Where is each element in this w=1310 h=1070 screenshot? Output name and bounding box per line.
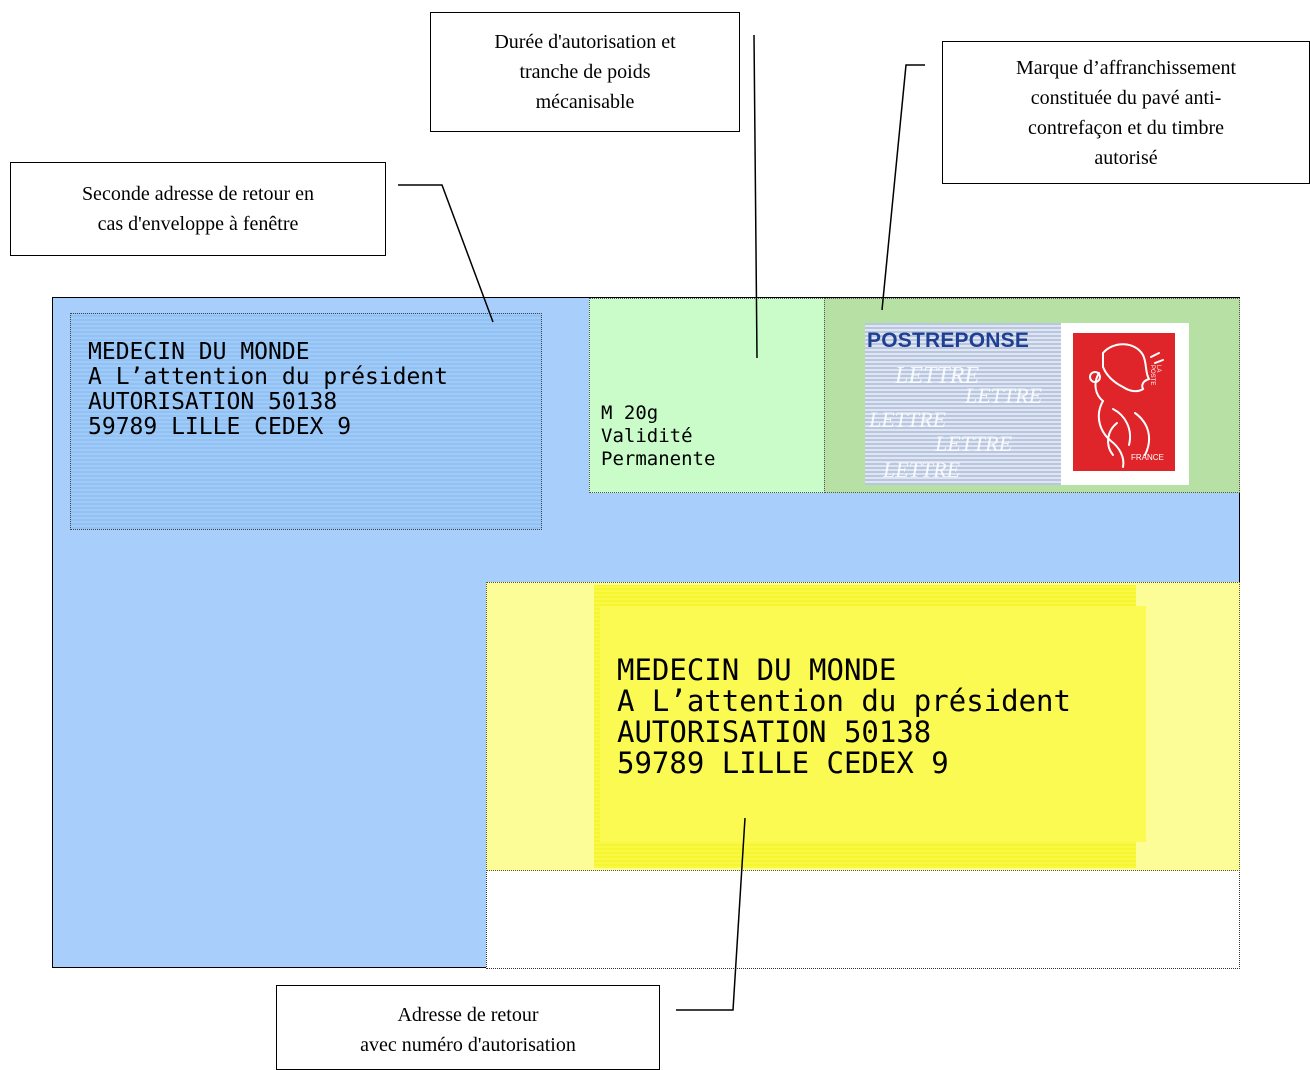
marianne-icon: [1089, 343, 1164, 468]
postreponse-label: POSTREPONSE: [867, 329, 1030, 352]
anti-counterfeit-pad: POSTREPONSE LETTRE LETTRE LETTRE LETTRE …: [865, 323, 1061, 485]
callout-adresse: Adresse de retour avec numéro d'autorisa…: [276, 985, 660, 1070]
weight-text: M 20g Validité Permanente: [601, 402, 716, 470]
callout-duree: Durée d'autorisation et tranche de poids…: [430, 12, 740, 132]
return-address-text: MEDECIN DU MONDE A L’attention du présid…: [617, 653, 1071, 780]
stamp-red-field: [1073, 333, 1175, 471]
return-address-center: [600, 606, 1146, 842]
window-address-text: MEDECIN DU MONDE A L’attention du présid…: [88, 339, 449, 440]
leader-marque: [881, 64, 925, 311]
envelope-cutout: [486, 870, 1240, 969]
watermark-2: LETTRE: [965, 383, 1043, 408]
stamp: FRANCE LA POSTE: [1061, 323, 1189, 485]
watermark-4: LETTRE: [935, 431, 1013, 456]
watermark-5: LETTRE: [883, 457, 961, 482]
leader-seconde: [398, 184, 494, 323]
weight-zone: [589, 298, 825, 493]
leader-duree: [753, 34, 758, 359]
window-address-zone: [70, 313, 542, 530]
stamp-country: FRANCE: [1131, 453, 1164, 462]
watermark-1: LETTRE: [895, 363, 980, 389]
callout-marque: Marque d’affranchissement constituée du …: [942, 41, 1310, 184]
watermark-3: LETTRE: [869, 407, 947, 432]
leader-adresse: [676, 817, 746, 1011]
callout-seconde: Seconde adresse de retour en cas d'envel…: [10, 162, 386, 256]
